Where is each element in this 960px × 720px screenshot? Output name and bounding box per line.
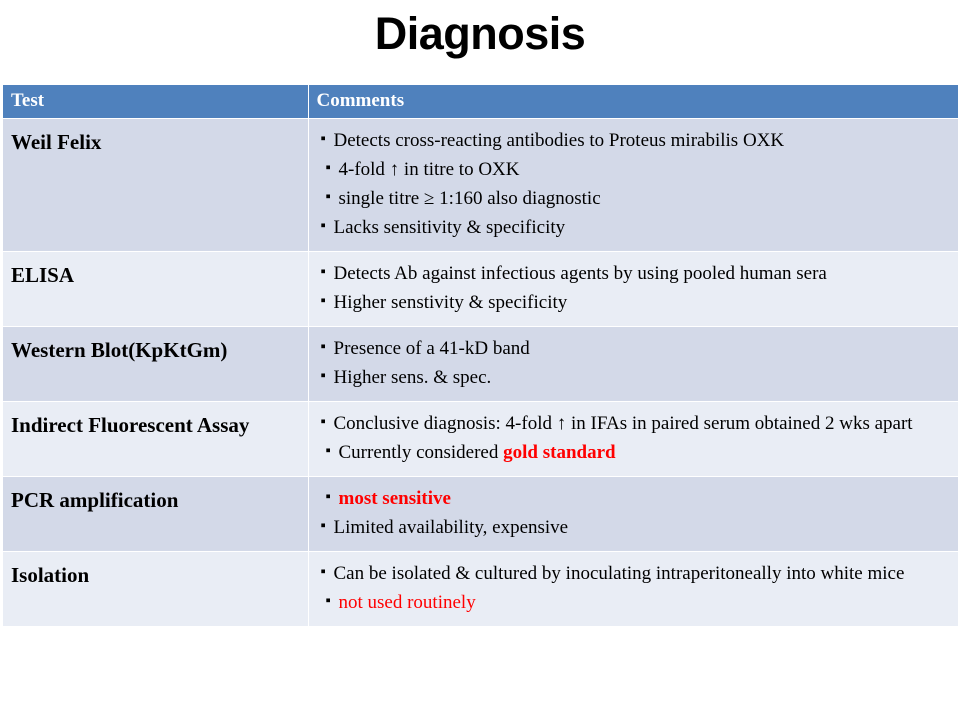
comment-text: Conclusive diagnosis: 4-fold ↑ in IFAs i… bbox=[333, 413, 913, 434]
comment-bullet-list: most sensitiveLimited availability, expe… bbox=[321, 484, 949, 541]
table-row: Weil Felix Detects cross-reacting antibod… bbox=[3, 118, 958, 252]
cell-test-name: Isolation bbox=[3, 551, 309, 627]
column-header-test: Test bbox=[3, 85, 309, 119]
comment-bullet-item: Can be isolated & cultured by inoculatin… bbox=[321, 559, 949, 587]
comment-text: Higher senstivity & specificity bbox=[333, 292, 568, 313]
comment-bullet-list: Conclusive diagnosis: 4-fold ↑ in IFAs i… bbox=[321, 409, 949, 466]
comment-bullet-item: Detects Ab against infectious agents by … bbox=[321, 259, 949, 287]
table-row: Isolation Can be isolated & cultured by i… bbox=[3, 551, 958, 627]
column-header-comments: Comments bbox=[308, 85, 958, 119]
comment-bullet-item: single titre ≥ 1:160 also diagnostic bbox=[321, 184, 949, 212]
cell-comments: Can be isolated & cultured by inoculatin… bbox=[308, 551, 958, 627]
comment-bullet-list: Detects Ab against infectious agents by … bbox=[321, 259, 949, 316]
comment-bullet-item: Higher senstivity & specificity bbox=[321, 288, 949, 316]
diagnosis-table-wrapper: Test Comments Weil Felix Detects cross-re… bbox=[3, 85, 958, 627]
comment-bullet-item: not used routinely bbox=[321, 588, 949, 616]
table-header: Test Comments bbox=[3, 85, 958, 119]
comment-text: Higher sens. & spec. bbox=[333, 367, 492, 388]
comment-text: Detects cross-reacting antibodies to Pro… bbox=[333, 130, 785, 151]
table-body: Weil Felix Detects cross-reacting antibod… bbox=[3, 118, 958, 627]
table-row: Indirect Fluorescent Assay Conclusive dia… bbox=[3, 401, 958, 477]
comment-bullet-item: most sensitive bbox=[321, 484, 949, 512]
comment-text: Lacks sensitivity & specificity bbox=[333, 217, 566, 238]
cell-test-name: PCR amplification bbox=[3, 476, 309, 552]
comment-bullet-item: Higher sens. & spec. bbox=[321, 363, 949, 391]
comment-bullet-item: Detects cross-reacting antibodies to Pro… bbox=[321, 126, 949, 154]
highlight-text: not used routinely bbox=[338, 592, 476, 613]
comment-text: Can be isolated & cultured by inoculatin… bbox=[333, 563, 905, 584]
comment-bullet-list: Can be isolated & cultured by inoculatin… bbox=[321, 559, 949, 616]
comment-bullet-item: Conclusive diagnosis: 4-fold ↑ in IFAs i… bbox=[321, 409, 949, 437]
cell-comments: Presence of a 41-kD bandHigher sens. & s… bbox=[308, 326, 958, 402]
table-header-row: Test Comments bbox=[3, 85, 958, 119]
comment-text: Limited availability, expensive bbox=[333, 517, 569, 538]
table-row: ELISA Detects Ab against infectious agent… bbox=[3, 251, 958, 327]
cell-comments: Conclusive diagnosis: 4-fold ↑ in IFAs i… bbox=[308, 401, 958, 477]
comment-text: single titre ≥ 1:160 also diagnostic bbox=[338, 188, 601, 209]
cell-comments: Detects cross-reacting antibodies to Pro… bbox=[308, 118, 958, 252]
comment-text: 4-fold ↑ in titre to OXK bbox=[338, 159, 520, 180]
comment-bullet-list: Presence of a 41-kD bandHigher sens. & s… bbox=[321, 334, 949, 391]
highlight-text: most sensitive bbox=[338, 488, 451, 509]
table-row: Western Blot(KpKtGm)Presence of a 41-kD … bbox=[3, 326, 958, 402]
cell-test-name: ELISA bbox=[3, 251, 309, 327]
comment-bullet-list: Detects cross-reacting antibodies to Pro… bbox=[321, 126, 949, 241]
comment-text: Detects Ab against infectious agents by … bbox=[333, 263, 827, 284]
comment-text: Presence of a 41-kD band bbox=[333, 338, 530, 359]
table-row: PCR amplificationmost sensitiveLimited a… bbox=[3, 476, 958, 552]
comment-bullet-item: 4-fold ↑ in titre to OXK bbox=[321, 155, 949, 183]
highlight-text: gold standard bbox=[503, 442, 616, 463]
page-title: Diagnosis bbox=[374, 8, 586, 59]
cell-comments: most sensitiveLimited availability, expe… bbox=[308, 476, 958, 552]
comment-bullet-item: Limited availability, expensive bbox=[321, 513, 949, 541]
comment-bullet-item: Presence of a 41-kD band bbox=[321, 334, 949, 362]
comment-text: Currently considered bbox=[338, 442, 504, 463]
comment-bullet-item: Lacks sensitivity & specificity bbox=[321, 213, 949, 241]
cell-test-name: Western Blot(KpKtGm) bbox=[3, 326, 309, 402]
cell-comments: Detects Ab against infectious agents by … bbox=[308, 251, 958, 327]
diagnosis-table: Test Comments Weil Felix Detects cross-re… bbox=[3, 85, 958, 627]
cell-test-name: Weil Felix bbox=[3, 118, 309, 252]
comment-bullet-item: Currently considered gold standard bbox=[321, 438, 949, 466]
cell-test-name: Indirect Fluorescent Assay bbox=[3, 401, 309, 477]
